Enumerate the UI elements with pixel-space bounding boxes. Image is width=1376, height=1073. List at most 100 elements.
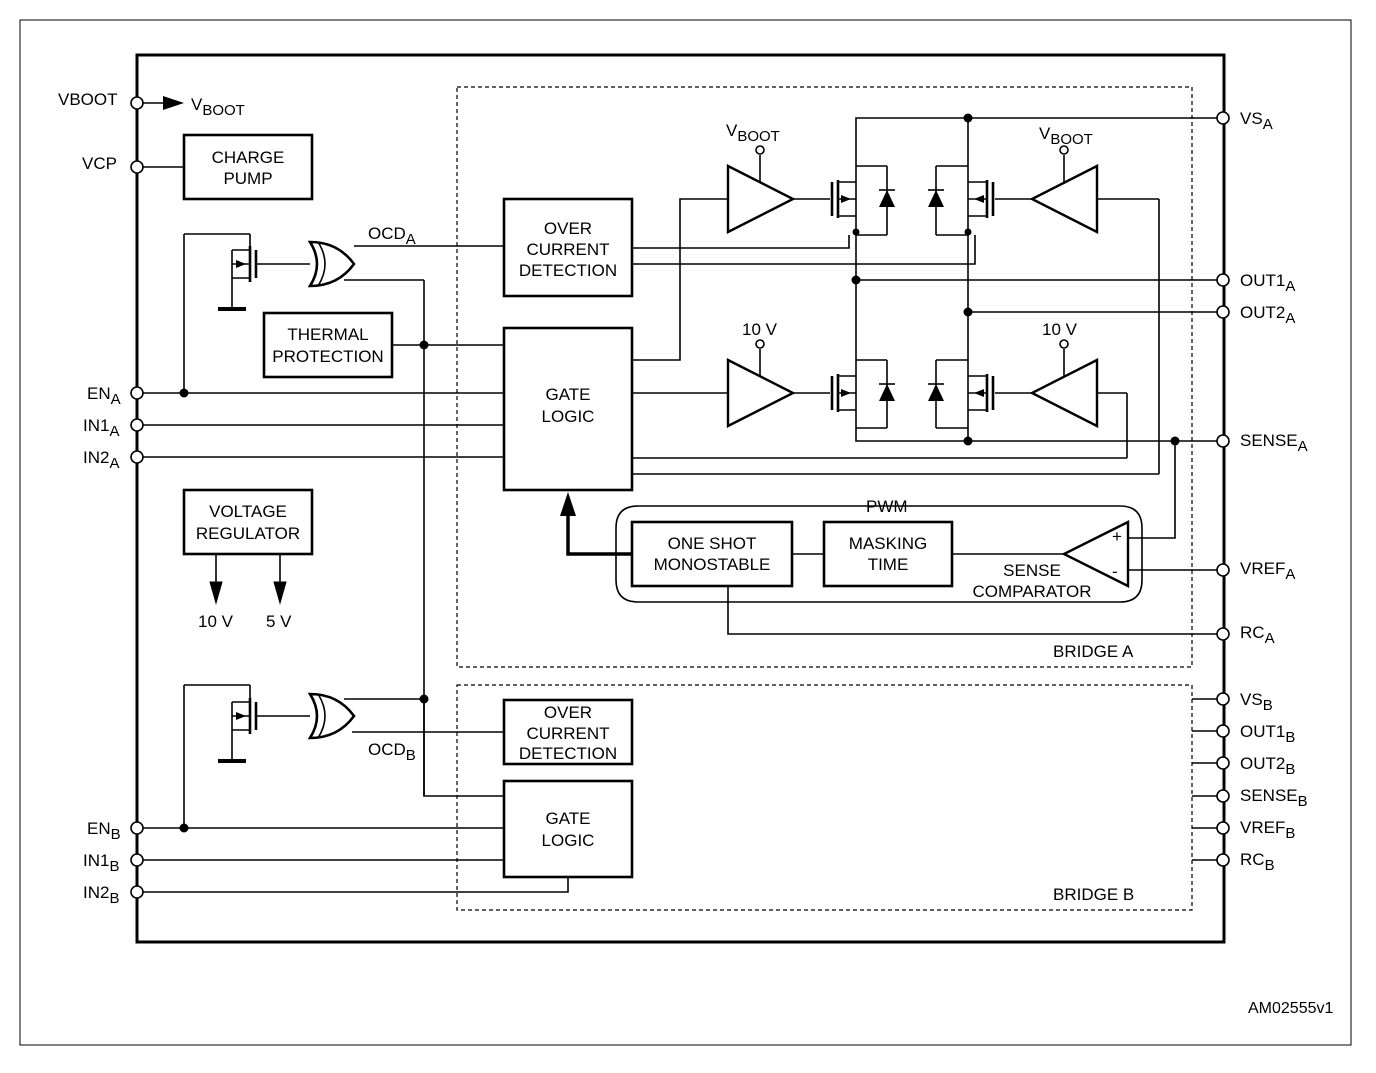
or-gate-a [307, 240, 356, 288]
pin-in1-b: IN1B [83, 851, 144, 875]
enable-transistor-a [183, 233, 310, 393]
svg-text:VCP: VCP [82, 154, 117, 173]
enable-transistor-b [183, 684, 310, 828]
regulator-outputs: 10 V 5 V [198, 554, 292, 631]
pin-sense-a: SENSEA [1216, 431, 1308, 455]
pin-in2-a: IN2A [83, 448, 144, 472]
svg-text:SENSE: SENSE [1003, 561, 1061, 580]
svg-text:VBOOT: VBOOT [1039, 124, 1093, 148]
figure-code: AM02555v1 [1248, 1000, 1333, 1017]
svg-text:SENSEA: SENSEA [1240, 431, 1308, 455]
ocd-a-label: OCDA [368, 224, 416, 248]
or-gate-b [307, 692, 356, 740]
pin-out2-b: OUT2B [1216, 754, 1295, 778]
mosfet-low-left [830, 359, 895, 429]
svg-text:LOGIC: LOGIC [542, 831, 595, 850]
mosfet-high-left [830, 165, 895, 236]
pin-out1-b: OUT1B [1216, 722, 1295, 746]
svg-text:COMPARATOR: COMPARATOR [972, 582, 1091, 601]
pin-in1-a: IN1A [83, 416, 144, 440]
svg-text:TIME: TIME [868, 555, 909, 574]
ocd-b-label: OCDB [368, 740, 416, 764]
sense-comparator: + - SENSE COMPARATOR [972, 520, 1130, 601]
svg-text:CURRENT: CURRENT [526, 724, 609, 743]
bridge-b-pin-stubs [1192, 698, 1217, 861]
vboot-arrow-label: VBOOT [191, 95, 245, 119]
bridge-b-label: BRIDGE B [1053, 885, 1134, 904]
thermal-protection-block: THERMAL PROTECTION [262, 311, 394, 379]
svg-text:-: - [1112, 562, 1118, 581]
svg-text:VREFB: VREFB [1240, 818, 1295, 842]
pin-vs-a: VSA [1216, 109, 1273, 133]
svg-text:ENA: ENA [87, 384, 121, 408]
pin-rc-b: RCB [1216, 850, 1275, 874]
low-side-driver-right: 10 V [995, 320, 1099, 428]
svg-text:CURRENT: CURRENT [526, 240, 609, 259]
svg-text:10 V: 10 V [742, 320, 778, 339]
low-side-driver-left: 10 V [726, 320, 830, 428]
svg-text:REGULATOR: REGULATOR [196, 524, 300, 543]
pin-vref-b: VREFB [1216, 818, 1295, 842]
svg-text:10 V: 10 V [1042, 320, 1078, 339]
svg-text:IN1A: IN1A [83, 416, 119, 440]
svg-text:GATE: GATE [545, 809, 590, 828]
svg-text:MASKING: MASKING [849, 534, 927, 553]
svg-text:IN2A: IN2A [83, 448, 119, 472]
svg-text:OUT1B: OUT1B [1240, 722, 1295, 746]
svg-text:OUT1A: OUT1A [1240, 271, 1295, 295]
svg-text:VBOOT: VBOOT [58, 90, 118, 109]
voltage-regulator-block: VOLTAGE REGULATOR [182, 488, 314, 556]
svg-text:PROTECTION: PROTECTION [272, 347, 383, 366]
svg-text:VOLTAGE: VOLTAGE [209, 502, 287, 521]
svg-text:10 V: 10 V [198, 612, 234, 631]
svg-text:IN1B: IN1B [83, 851, 119, 875]
svg-text:ONE SHOT: ONE SHOT [668, 534, 757, 553]
svg-text:VREFA: VREFA [1240, 559, 1295, 583]
gate-logic-a: GATE LOGIC [502, 326, 634, 492]
charge-pump-block: CHARGE PUMP [182, 133, 314, 201]
bridge-a-rails [851, 113, 1217, 446]
svg-text:5 V: 5 V [266, 612, 292, 631]
mosfet-high-right [928, 165, 995, 236]
svg-text:CHARGE: CHARGE [212, 148, 285, 167]
pwm-group: PWM [615, 497, 1143, 603]
svg-text:OUT2B: OUT2B [1240, 754, 1295, 778]
bridge-a-region [456, 86, 1193, 668]
pin-out1-a: OUT1A [1216, 271, 1295, 295]
svg-text:PUMP: PUMP [223, 169, 272, 188]
chip-outline [135, 53, 1226, 944]
figure-frame [19, 19, 1352, 1046]
svg-text:DETECTION: DETECTION [519, 261, 617, 280]
over-current-detection-a: OVER CURRENT DETECTION [502, 197, 634, 298]
pin-out2-a: OUT2A [1216, 303, 1295, 327]
pin-en-b: ENB [87, 819, 144, 843]
over-current-detection-b: OVER CURRENT DETECTION [502, 698, 634, 766]
bridge-a-label: BRIDGE A [1053, 642, 1134, 661]
pin-vref-a: VREFA [1216, 559, 1295, 583]
svg-text:MONOSTABLE: MONOSTABLE [654, 555, 771, 574]
masking-time: MASKING TIME [822, 520, 954, 588]
gate-logic-b: GATE LOGIC [502, 779, 634, 879]
svg-text:IN2B: IN2B [83, 883, 119, 907]
pin-rc-a: RCA [1216, 623, 1275, 647]
svg-text:OVER: OVER [544, 703, 592, 722]
svg-text:RCB: RCB [1240, 850, 1275, 874]
pwm-feedback-arrow [560, 492, 576, 516]
svg-text:SENSEB: SENSEB [1240, 786, 1308, 810]
vboot-arrow [163, 96, 184, 110]
pin-vcp: VCP [82, 154, 144, 174]
svg-text:LOGIC: LOGIC [542, 407, 595, 426]
svg-text:RCA: RCA [1240, 623, 1275, 647]
svg-text:THERMAL: THERMAL [287, 325, 368, 344]
high-side-driver-right: VBOOT [995, 124, 1099, 234]
pin-in2-b: IN2B [83, 883, 144, 907]
svg-text:GATE: GATE [545, 385, 590, 404]
svg-text:VBOOT: VBOOT [726, 121, 780, 145]
bridge-b-region [456, 684, 1193, 911]
mosfet-low-right [928, 359, 995, 429]
svg-text:ENB: ENB [87, 819, 121, 843]
pin-vboot: VBOOT [58, 90, 144, 110]
svg-text:OVER: OVER [544, 219, 592, 238]
svg-text:DETECTION: DETECTION [519, 744, 617, 763]
